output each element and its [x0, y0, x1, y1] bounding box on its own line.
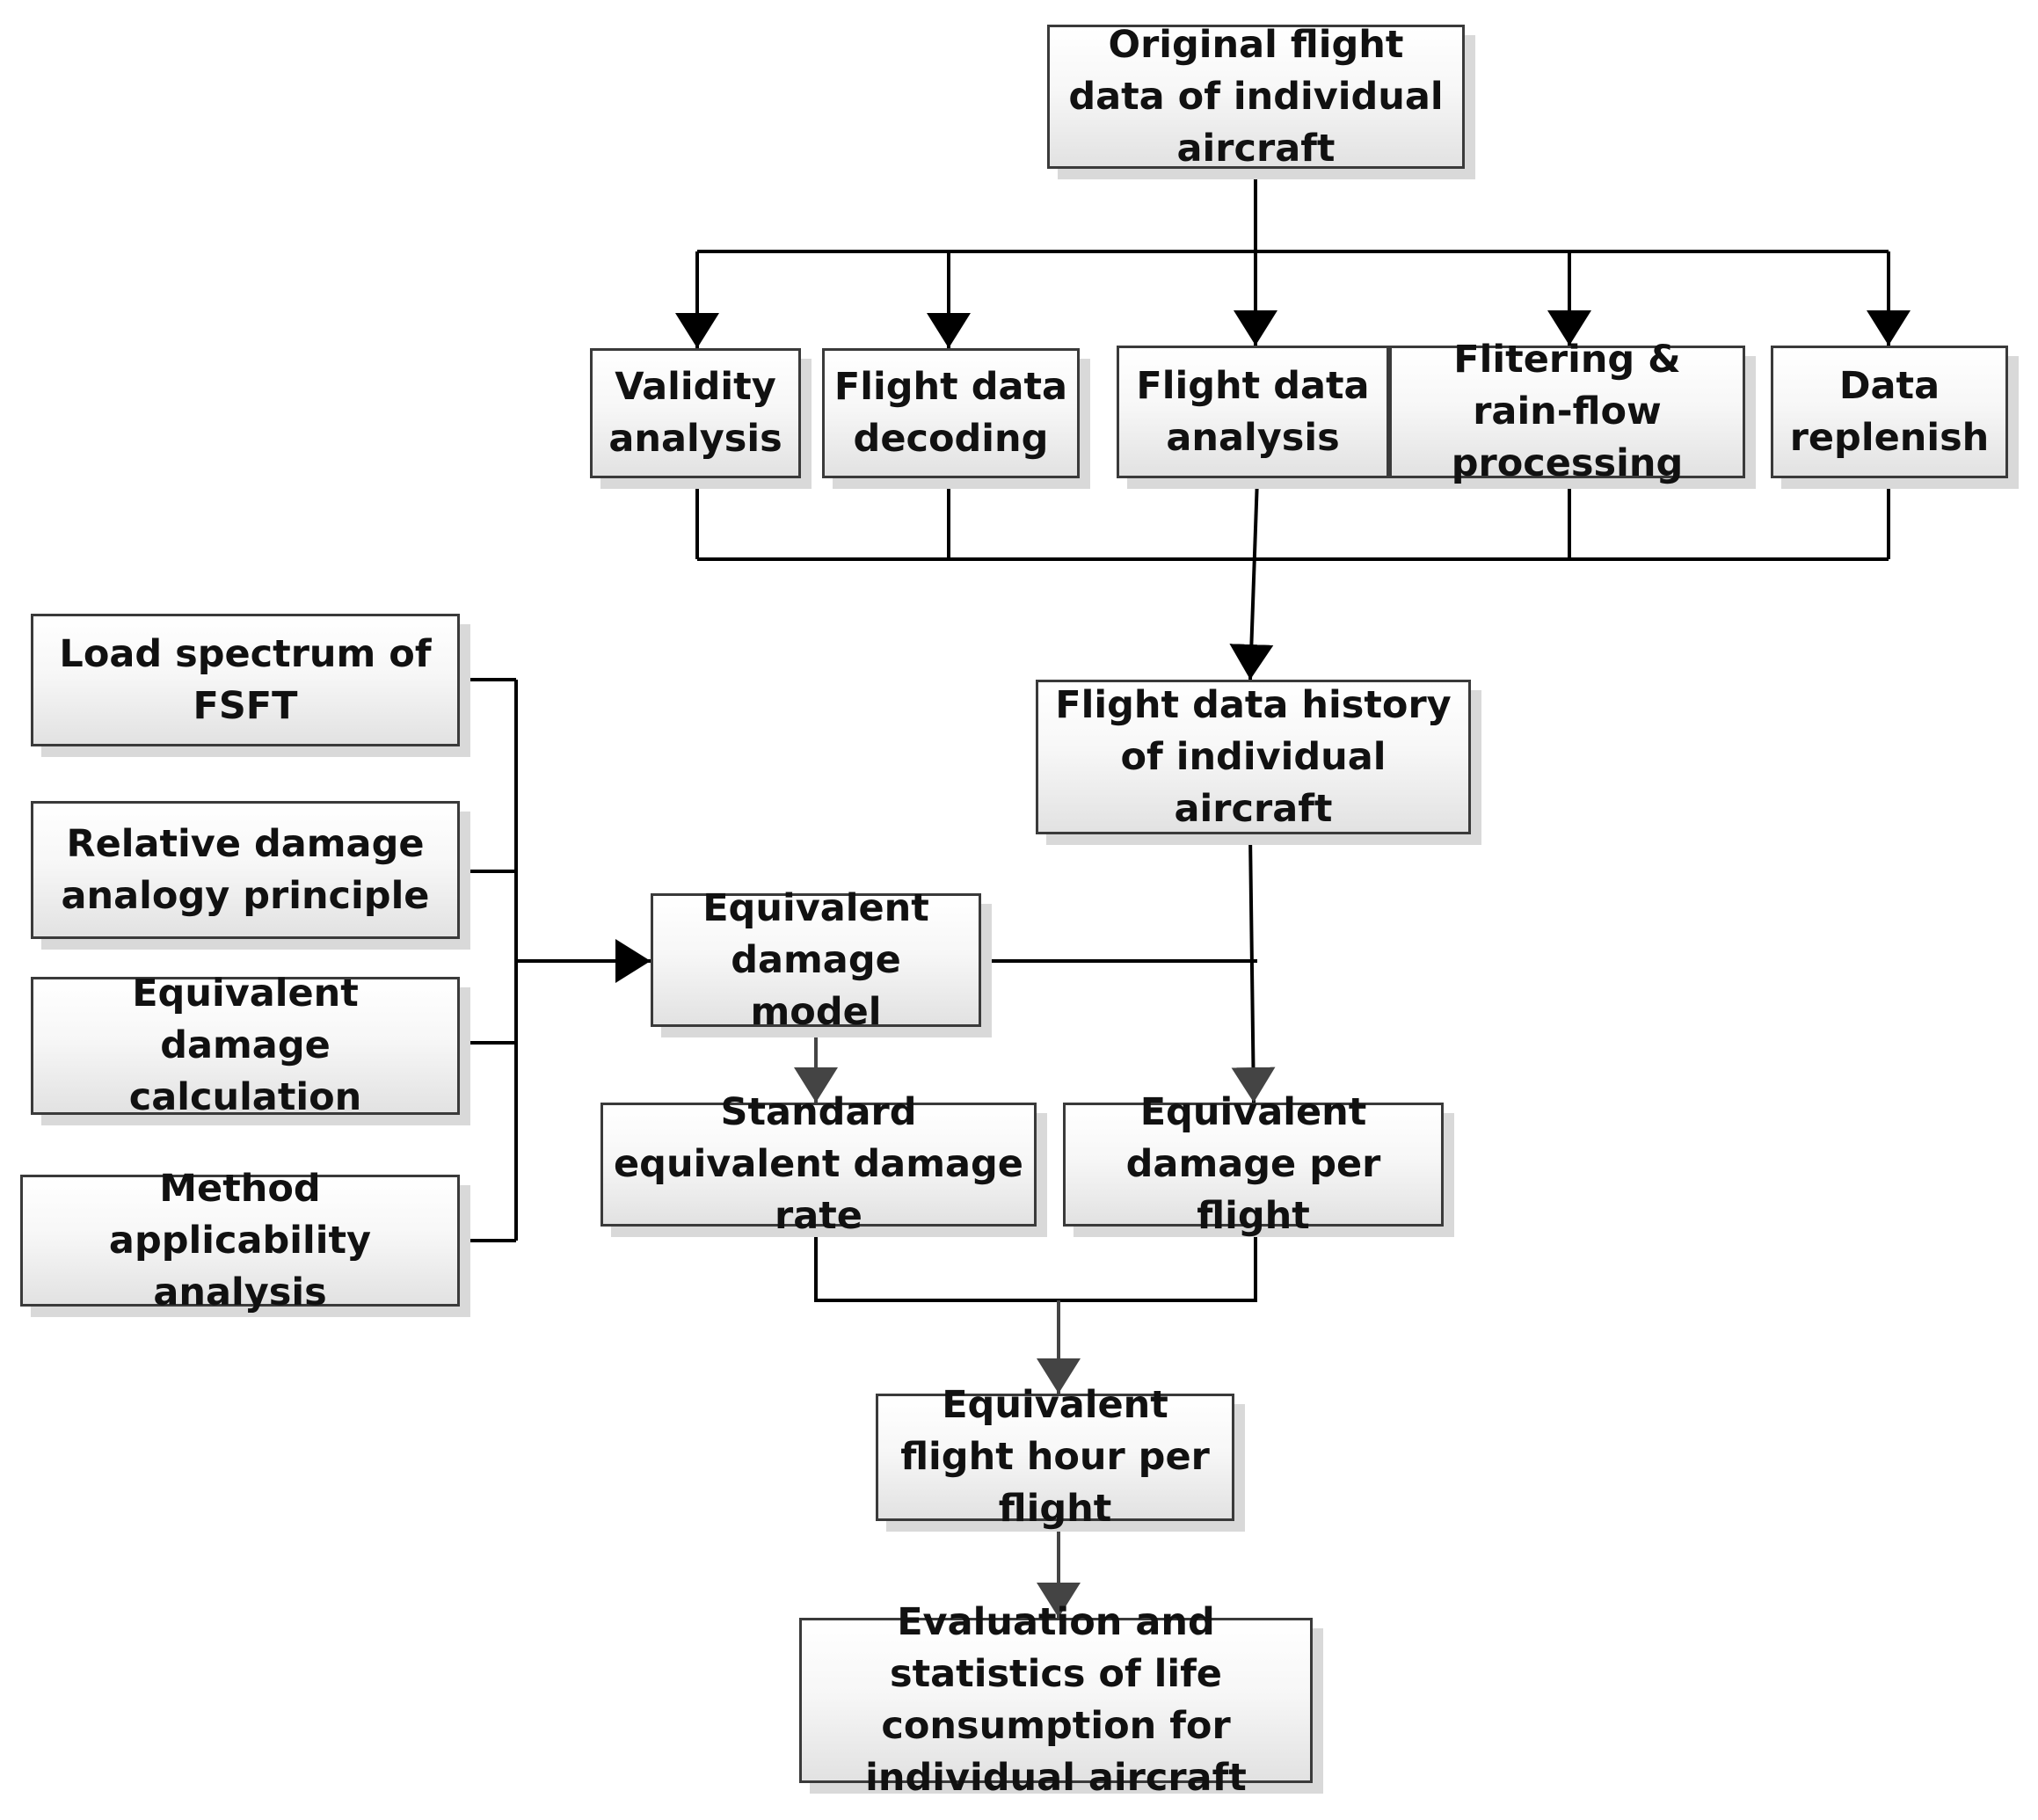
node-equivalent-damage-per-flight: Equivalent damage per flight — [1063, 1090, 1444, 1238]
node-original-flight-data: Original flight data of individual aircr… — [1047, 23, 1465, 171]
node-label: Equivalent flight hour per flight — [900, 1383, 1210, 1531]
node-standard-equivalent-damage-rate: Standard equivalent damage rate — [600, 1090, 1037, 1238]
arrow-to-history — [1229, 477, 1274, 681]
node-filtering-rainflow: Flitering & rain-flow processing — [1389, 338, 1745, 485]
node-relative-damage-principle: Relative damage analogy principle — [31, 801, 460, 939]
node-label: Standard equivalent damage rate — [614, 1090, 1023, 1238]
node-label: Flight data analysis — [1136, 363, 1370, 460]
node-label: Flitering & rain-flow processing — [1451, 338, 1684, 485]
node-validity-analysis: Validity analysis — [590, 348, 801, 478]
node-label: Load spectrum of FSFT — [59, 631, 432, 728]
node-label: Original flight data of individual aircr… — [1068, 22, 1444, 171]
node-label: Equivalent damage calculation — [128, 972, 362, 1119]
node-equivalent-flight-hour: Equivalent flight hour per flight — [876, 1383, 1234, 1531]
node-flight-data-analysis: Flight data analysis — [1117, 346, 1389, 478]
node-flight-data-decoding: Flight data decoding — [822, 348, 1080, 478]
node-load-spectrum: Load spectrum of FSFT — [31, 614, 460, 746]
node-data-replenish: Data replenish — [1771, 346, 2008, 478]
node-label: Method applicability analysis — [108, 1166, 372, 1314]
node-label: Equivalent damage model — [702, 885, 929, 1034]
node-label: Equivalent damage per flight — [1125, 1090, 1381, 1238]
arrow-history-to-per-flight — [1231, 834, 1276, 1103]
node-method-applicability: Method applicability analysis — [20, 1167, 460, 1314]
node-label: Relative damage analogy principle — [61, 821, 430, 918]
node-equivalent-damage-model: Equivalent damage model — [651, 886, 981, 1034]
connector-bottom-bus — [814, 1227, 1257, 1302]
node-label: Validity analysis — [608, 365, 782, 461]
node-flight-data-history: Flight data history of individual aircra… — [1036, 680, 1471, 834]
node-label: Flight data history of individual aircra… — [1055, 682, 1452, 831]
node-evaluation-statistics: Evaluation and statistics of life consum… — [799, 1600, 1313, 1800]
node-equivalent-damage-calculation: Equivalent damage calculation — [31, 972, 460, 1119]
node-label: Data replenish — [1789, 363, 1990, 460]
node-label: Flight data decoding — [833, 365, 1068, 461]
node-label: Evaluation and statistics of life consum… — [865, 1600, 1247, 1800]
